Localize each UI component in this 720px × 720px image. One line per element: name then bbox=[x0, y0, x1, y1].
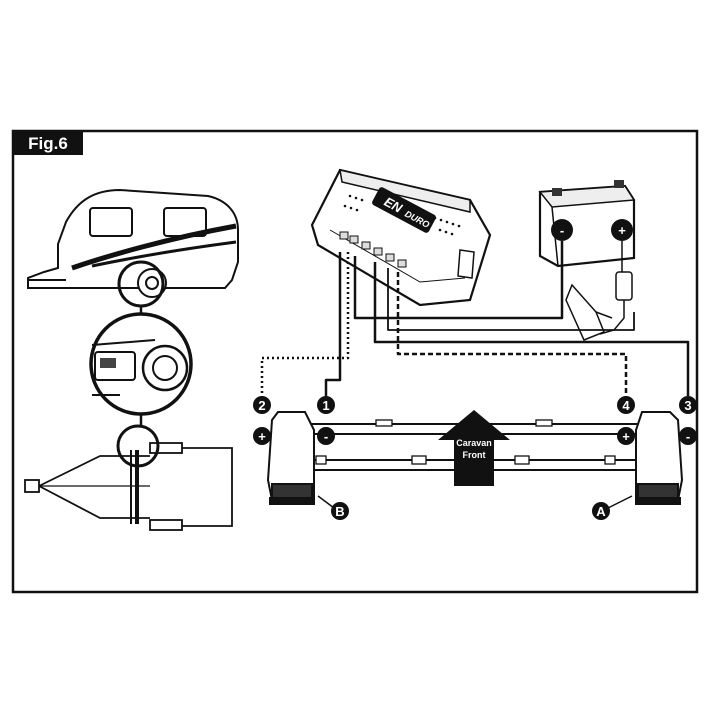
wire-motor-a-positive bbox=[396, 272, 628, 396]
motor-left bbox=[266, 411, 315, 505]
svg-text:-: - bbox=[686, 429, 690, 444]
motor-label-b: B bbox=[317, 495, 349, 520]
svg-text:A: A bbox=[596, 504, 606, 519]
svg-text:-: - bbox=[324, 429, 328, 444]
chassis-detail-circle bbox=[116, 424, 160, 468]
battery: - + bbox=[538, 180, 636, 268]
wire-marker-1: 1 - bbox=[317, 396, 335, 445]
battery-positive-symbol: + bbox=[618, 223, 626, 238]
battery-negative-symbol: - bbox=[560, 223, 564, 238]
wire-marker-2: 2 + bbox=[253, 396, 271, 445]
wire-marker-4: 4 + bbox=[617, 396, 635, 445]
wire-battery-positive bbox=[387, 268, 635, 331]
fuse-holder bbox=[565, 241, 633, 341]
svg-text:+: + bbox=[622, 429, 630, 444]
svg-text:3: 3 bbox=[684, 398, 691, 413]
arrow-label-line1: Caravan bbox=[456, 438, 492, 448]
figure-label: Fig.6 bbox=[28, 134, 68, 153]
arrow-label-line2: Front bbox=[463, 450, 486, 460]
chassis-top-view bbox=[24, 442, 233, 531]
wire-battery-negative bbox=[353, 241, 564, 320]
svg-text:2: 2 bbox=[258, 398, 265, 413]
brand-badge: EN DURO bbox=[372, 187, 436, 233]
wire-marker-3: 3 - bbox=[679, 396, 697, 445]
svg-text:4: 4 bbox=[622, 398, 630, 413]
battery-negative-terminal bbox=[551, 219, 573, 241]
enduro-controller: EN DURO bbox=[310, 168, 492, 307]
wire-motor-b-positive bbox=[260, 252, 350, 396]
wire-motor-b-negative bbox=[324, 252, 342, 396]
svg-text:+: + bbox=[258, 429, 266, 444]
svg-text:1: 1 bbox=[322, 398, 329, 413]
wheel-motor-zoom-detail bbox=[89, 312, 193, 416]
svg-text:B: B bbox=[335, 504, 344, 519]
wire-markers: 1 - 2 + 3 - 4 + bbox=[253, 396, 697, 445]
caravan-front-arrow: Caravan Front bbox=[438, 410, 510, 486]
motor-right bbox=[635, 411, 684, 505]
wiring bbox=[260, 241, 690, 396]
wire-motor-a-negative bbox=[373, 262, 690, 396]
battery-positive-terminal bbox=[611, 219, 633, 241]
motor-label-a: A bbox=[592, 495, 633, 520]
caravan-side-view bbox=[27, 188, 239, 298]
terminal-block bbox=[339, 231, 407, 268]
figure-label-tab bbox=[13, 131, 83, 155]
